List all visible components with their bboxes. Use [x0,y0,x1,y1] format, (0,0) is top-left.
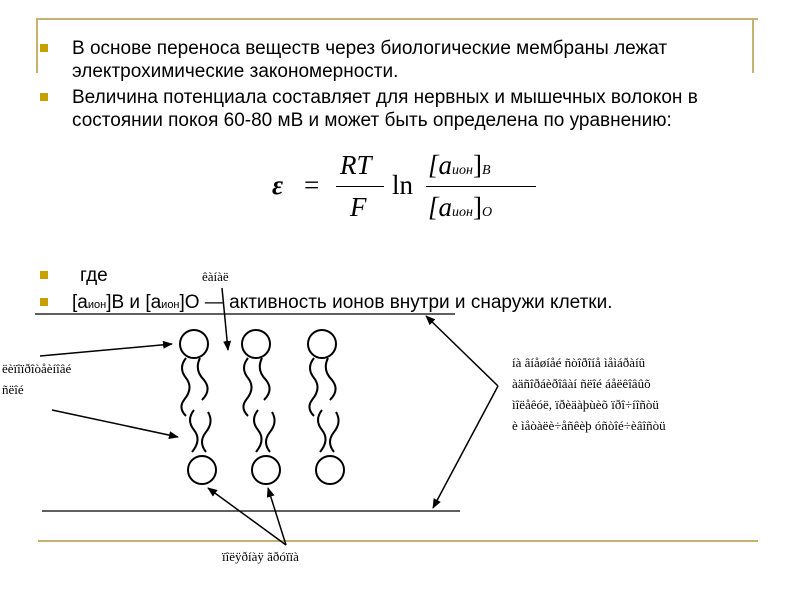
frame-right-line [752,18,754,73]
bullet-text-2: Величина потенциала составляет для нервн… [72,86,752,132]
where-label: где [80,264,108,287]
fraction-bar-1 [336,186,384,187]
lipid-head-bottom [316,456,344,484]
lipid-tail [243,358,251,416]
bullet-marker [40,93,48,101]
bullet-marker [40,44,48,52]
lipid-head-bottom [188,456,216,484]
bullet-marker [40,298,48,306]
lipid-head-bottom [252,456,280,484]
lipid-layer-label: ëèïîïðîòåèíîâé ñëîé [2,358,71,400]
lipid-tail [318,410,326,452]
denominator-f: F [350,192,367,223]
lipid-tail [326,358,336,400]
lipid-tail [181,358,189,416]
polar-group-label: ïîëÿðíàÿ ãðóïïà [222,546,299,567]
lipid-tail [198,358,208,400]
frame-top-line [38,18,758,20]
fraction-bar-2 [426,186,536,187]
lipid-head-top [242,330,270,358]
arrow-protein-layer-top [426,316,498,386]
arrow-lipid-layer-2 [52,410,178,437]
lipid-tail [260,358,270,400]
numerator-rt: RT [340,150,372,181]
lipid-head-top [180,330,208,358]
channel-label: êàíàë [202,266,229,287]
frame-left-line [36,18,38,73]
lipid-tail [309,358,317,416]
denominator-activity: [aион]O [428,192,492,223]
lipid-tail [266,412,275,452]
lipid-head-top [308,330,336,358]
arrow-polar-group-1 [208,488,286,545]
lipid-tail [330,412,339,452]
bullet-marker [40,271,48,279]
frame-bottom-line [38,540,758,542]
lipid-tail [190,410,198,452]
activity-text: [aион]B и [aион]O — активность ионов вну… [72,291,613,317]
equals-sign: = [304,170,319,201]
arrow-protein-layer-bottom [433,386,498,508]
arrow-polar-group-2 [268,488,286,545]
epsilon-symbol: ε [272,170,283,201]
numerator-activity: [aион]B [428,150,491,181]
lipid-tail [202,412,211,452]
lipid-tail [254,410,262,452]
arrow-lipid-layer-1 [40,344,172,356]
bullet-text-1: В основе переноса веществ через биологич… [72,37,752,83]
ln-symbol: ln [392,170,413,201]
protein-layer-label: íà âíåøíåé ñòîðîíå ìåìáðàíû àäñîðáèðîâàí… [512,352,666,436]
